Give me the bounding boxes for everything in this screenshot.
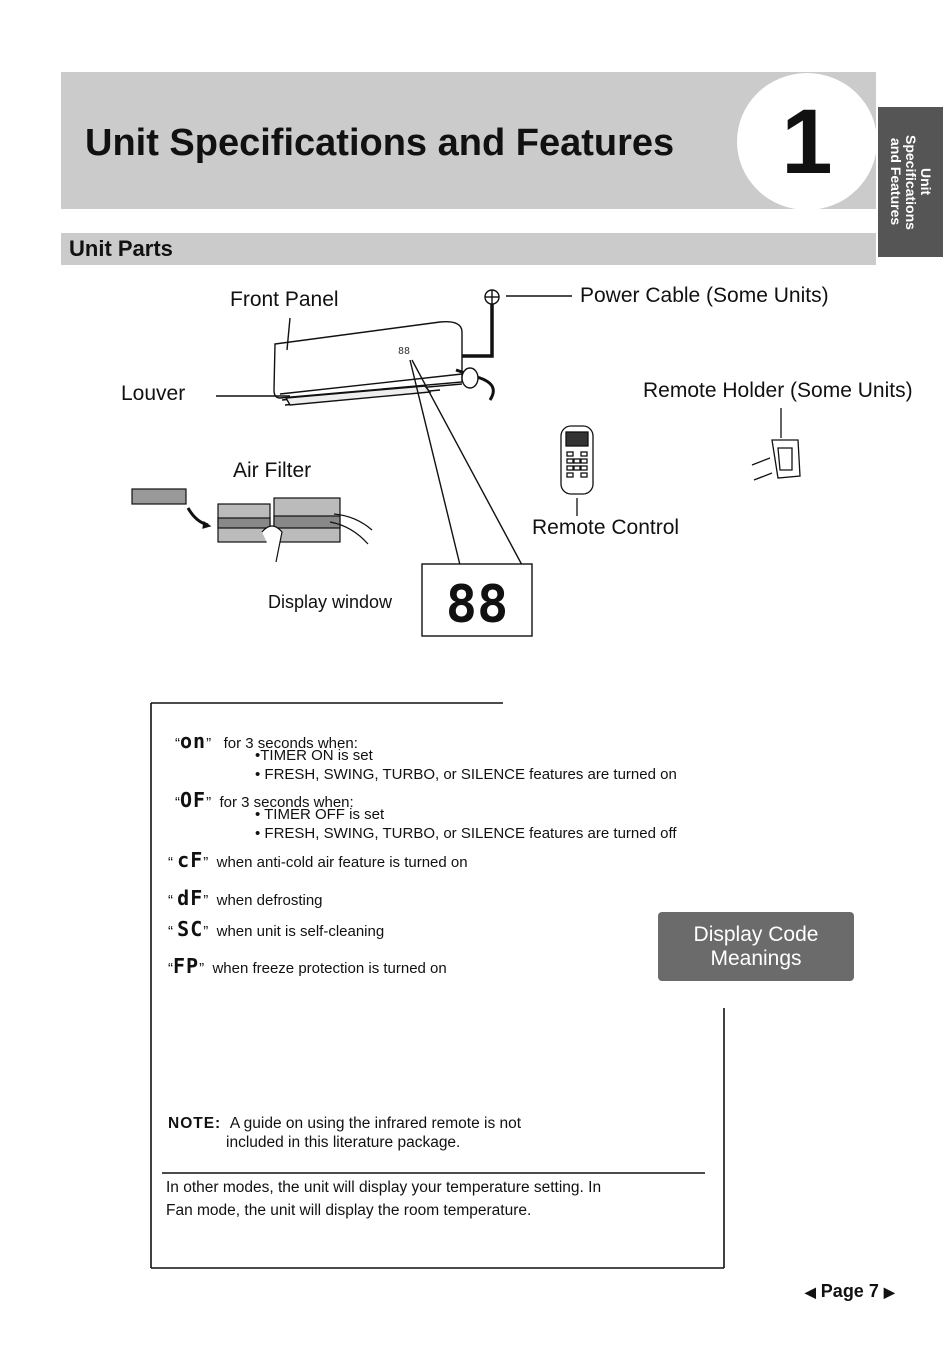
code-fp-text: when freeze protection is turned on — [212, 960, 447, 977]
page-title: Unit Specifications and Features — [85, 122, 675, 164]
label-remote-control: Remote Control — [532, 516, 680, 539]
code-sc-row: “ SC” when unit is self-cleaning — [168, 917, 385, 941]
code-cf-symbol: cF — [177, 848, 204, 872]
code-on-row: “on” for 3 seconds when: — [175, 729, 358, 753]
unit-display-digits: 88 — [398, 346, 410, 357]
display-code-meanings-line2: Meanings — [710, 946, 802, 970]
code-df-text: when defrosting — [216, 892, 323, 909]
code-on-item: • FRESH, SWING, TURBO, or SILENCE featur… — [255, 766, 677, 783]
next-page-icon[interactable]: ▶ — [883, 1284, 895, 1300]
note-line1: A guide on using the infrared remote is … — [229, 1115, 522, 1132]
code-on-item: •TIMER ON is set — [255, 747, 373, 764]
code-of-item: • FRESH, SWING, TURBO, or SILENCE featur… — [255, 825, 677, 842]
section-banner — [61, 233, 876, 265]
display-window-frame — [421, 563, 533, 637]
previous-page-icon[interactable]: ◀ — [805, 1284, 816, 1300]
code-fp-row: “FP” when freeze protection is turned on — [168, 954, 447, 978]
air-filter-illustration — [131, 488, 373, 563]
code-df-row: “ dF” when defrosting — [168, 886, 323, 910]
label-air-filter: Air Filter — [233, 459, 312, 482]
code-of-row: “OF” for 3 seconds when: — [175, 788, 354, 812]
code-on-text: for 3 seconds when: — [223, 735, 358, 752]
label-louver: Louver — [121, 382, 186, 405]
note-line2: included in this literature package. — [226, 1134, 461, 1151]
unit-parts-illustration: 88 88 — [131, 289, 801, 637]
code-cf-row: “ cF” when anti-cold air feature is turn… — [168, 848, 468, 872]
label-remote-holder: Remote Holder (Some Units) — [643, 379, 913, 402]
note: NOTE: A guide on using the infrared remo… — [168, 1114, 521, 1152]
code-df-symbol: dF — [177, 886, 204, 910]
label-power-cable: Power Cable (Some Units) — [580, 284, 829, 307]
display-code-meanings-box: Display Code Meanings — [658, 912, 854, 981]
chapter-badge: 1 — [737, 73, 877, 210]
remote-control-illustration — [560, 425, 594, 516]
code-on-symbol: on — [180, 729, 207, 753]
display-window-digits: 88 — [446, 575, 509, 635]
label-front-panel: Front Panel — [230, 288, 339, 311]
chapter-side-tab[interactable]: Unit Specifications and Features — [878, 107, 943, 257]
code-of-symbol: OF — [180, 788, 207, 812]
code-sc-text: when unit is self-cleaning — [216, 923, 385, 940]
code-of-item: • TIMER OFF is set — [255, 806, 385, 823]
label-display-window: Display window — [268, 592, 393, 612]
page-number: Page 7 — [820, 1281, 879, 1301]
display-code-meanings-line1: Display Code — [693, 922, 819, 946]
code-of-text: for 3 seconds when: — [219, 794, 354, 811]
note-label: NOTE: — [168, 1115, 222, 1132]
code-fp-symbol: FP — [173, 954, 200, 978]
code-cf-text: when anti-cold air feature is turned on — [216, 854, 468, 871]
page-navigation: ◀ Page 7 ▶ — [805, 1281, 895, 1302]
remote-holder-illustration — [751, 408, 801, 481]
other-modes-text: In other modes, the unit will display yo… — [166, 1179, 602, 1219]
section-title: Unit Parts — [69, 236, 173, 261]
chapter-number: 1 — [781, 90, 833, 193]
code-sc-symbol: SC — [177, 917, 204, 941]
display-code-frame — [150, 702, 725, 1269]
indoor-unit-illustration — [216, 289, 572, 566]
